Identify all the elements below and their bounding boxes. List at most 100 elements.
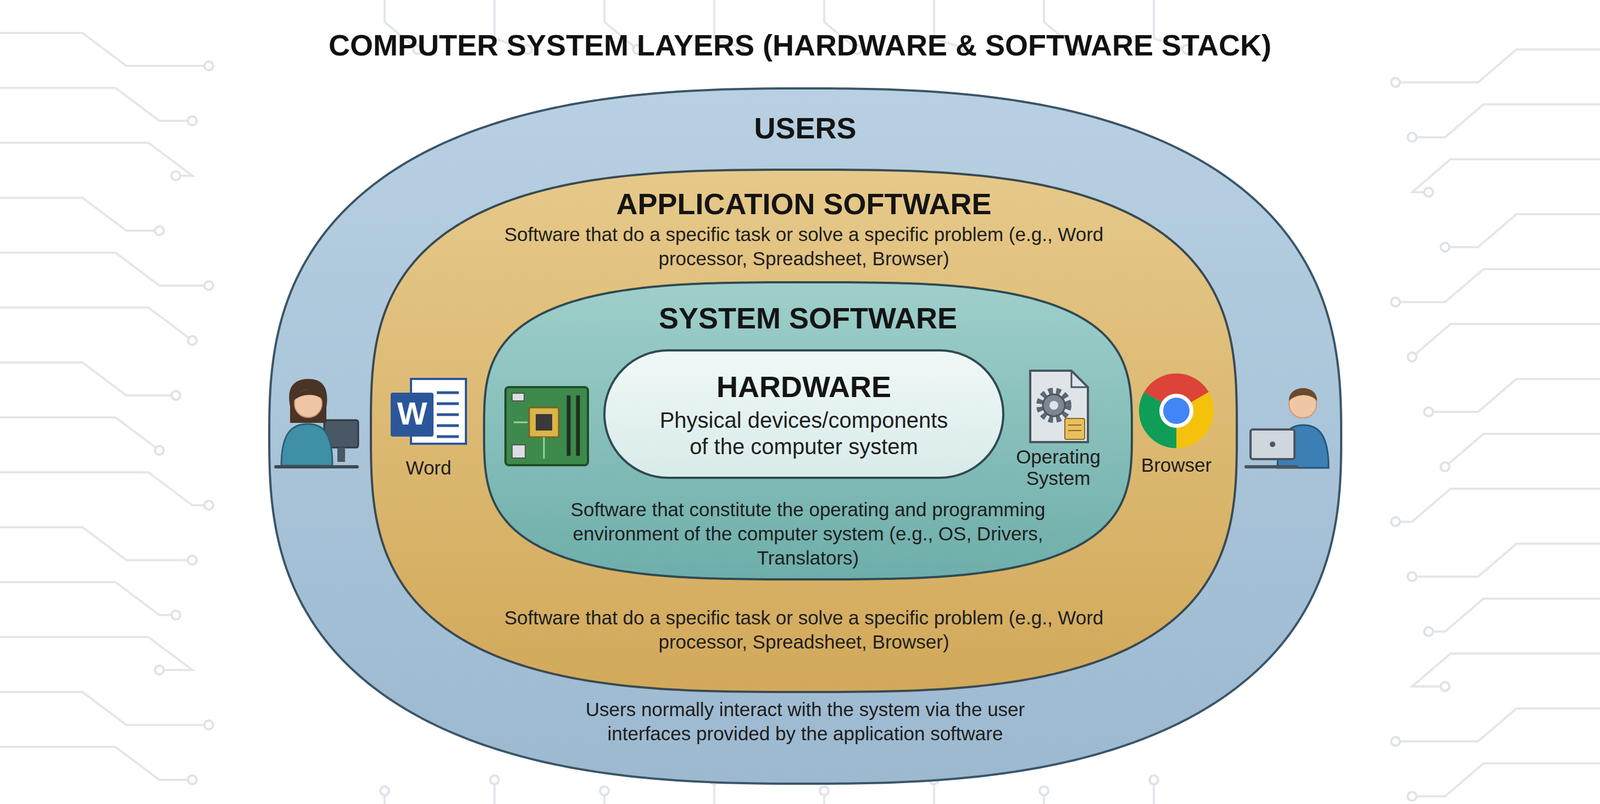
circuit-trace bbox=[1412, 653, 1600, 687]
operating-system-icon-part bbox=[1042, 394, 1065, 417]
layer-heading: HARDWARE bbox=[628, 369, 980, 404]
circuit-trace bbox=[0, 692, 209, 726]
circuit-trace bbox=[1412, 104, 1600, 138]
circuit-pad bbox=[380, 786, 390, 796]
circuit-trace bbox=[0, 527, 193, 561]
word-icon-part bbox=[436, 435, 459, 439]
layer-region: USERS Users normally interact with the sy… bbox=[267, 86, 1343, 786]
diagram-title: COMPUTER SYSTEM LAYERS (HARDWARE & SOFTW… bbox=[0, 27, 1600, 64]
circuit-trace bbox=[0, 142, 193, 176]
circuit-trace bbox=[0, 417, 160, 451]
layer-outline bbox=[269, 88, 1342, 785]
circuit-pad bbox=[204, 281, 214, 291]
layer-description: Physical devices/components of the compu… bbox=[652, 407, 955, 460]
circuit-trace bbox=[1395, 708, 1600, 742]
circuit-pad bbox=[1391, 78, 1400, 87]
circuit-trace bbox=[0, 197, 160, 231]
word-icon-part bbox=[436, 391, 459, 395]
user-woman-icon-part bbox=[337, 447, 346, 463]
layer-outline bbox=[604, 350, 1004, 479]
word-icon-part bbox=[436, 413, 459, 417]
icon-label: Browser bbox=[1121, 454, 1232, 477]
motherboard-icon-part bbox=[576, 395, 581, 457]
circuit-pad bbox=[187, 556, 197, 565]
user-woman-icon-part bbox=[294, 389, 324, 400]
layer-region: HARDWAREPhysical devices/components of t… bbox=[602, 348, 1005, 480]
circuit-trace bbox=[1428, 598, 1600, 632]
circuit-pad bbox=[187, 775, 197, 785]
circuit-pad bbox=[1424, 407, 1433, 417]
circuit-pad bbox=[1407, 352, 1417, 362]
circuit-trace bbox=[0, 252, 209, 286]
circuit-trace bbox=[1412, 543, 1600, 577]
circuit-trace bbox=[1395, 489, 1600, 522]
circuit-pad bbox=[204, 501, 214, 510]
circuit-trace bbox=[0, 87, 193, 121]
motherboard-icon-part bbox=[529, 407, 559, 438]
motherboard-icon-part bbox=[535, 414, 553, 431]
circuit-pad bbox=[204, 720, 214, 730]
motherboard-icon-part bbox=[512, 393, 525, 402]
circuit-pad bbox=[1424, 187, 1433, 197]
icon-label: Word bbox=[381, 457, 476, 480]
operating-system-icon-part bbox=[1030, 370, 1088, 443]
circuit-trace bbox=[1395, 269, 1600, 303]
circuit-pad bbox=[154, 665, 164, 675]
circuit-pad bbox=[1407, 792, 1417, 802]
operating-system-icon bbox=[1030, 370, 1088, 443]
user-woman-icon-part bbox=[289, 379, 327, 424]
circuit-pad bbox=[154, 446, 164, 455]
layer-region: APPLICATION SOFTWARESoftware that do a s… bbox=[369, 168, 1239, 694]
browser-icon-part bbox=[1159, 393, 1194, 429]
word-icon-part bbox=[390, 392, 434, 437]
user-woman-icon-part bbox=[275, 465, 358, 469]
layer-description: Users normally interact with the system … bbox=[541, 697, 1070, 747]
icon-label: Operating System bbox=[1003, 446, 1114, 490]
operating-system-icon-part bbox=[1049, 401, 1059, 410]
motherboard-icon-part bbox=[505, 387, 588, 466]
layer-heading: SYSTEM SOFTWARE bbox=[560, 301, 1056, 336]
circuit-pad bbox=[187, 336, 197, 346]
user-man-icon-part bbox=[1250, 429, 1295, 460]
word-icon-part bbox=[436, 402, 459, 406]
motherboard-icon-part bbox=[512, 445, 526, 459]
circuit-trace bbox=[1445, 214, 1600, 248]
operating-system-icon-part bbox=[1068, 430, 1082, 432]
circuit-trace bbox=[0, 747, 193, 781]
layer-description: Software that do a specific task or solv… bbox=[496, 222, 1112, 271]
motherboard-icon-part bbox=[543, 437, 546, 459]
circuit-trace bbox=[0, 32, 209, 66]
circuit-pad bbox=[1440, 242, 1450, 252]
motherboard-icon bbox=[505, 387, 588, 466]
layer-heading: USERS bbox=[668, 110, 943, 146]
circuit-pad bbox=[1149, 775, 1159, 785]
circuit-pad bbox=[171, 610, 181, 620]
circuit-pad bbox=[819, 786, 829, 796]
layer-outline bbox=[370, 169, 1237, 693]
circuit-trace bbox=[1412, 324, 1600, 358]
operating-system-icon-part bbox=[1068, 424, 1082, 426]
icon-letter: W bbox=[390, 397, 434, 430]
user-man-icon-part bbox=[1269, 441, 1276, 448]
circuit-trace bbox=[1412, 159, 1600, 193]
browser-icon-part bbox=[1163, 397, 1190, 425]
circuit-pad bbox=[1440, 462, 1450, 472]
circuit-trace bbox=[0, 362, 176, 396]
circuit-trace bbox=[0, 307, 193, 341]
operating-system-icon-part bbox=[1039, 391, 1069, 420]
layer-outline bbox=[484, 282, 1132, 580]
user-man-icon-part bbox=[1246, 465, 1297, 469]
circuit-pad bbox=[1424, 627, 1433, 637]
word-icon-part bbox=[436, 424, 459, 428]
circuit-pad bbox=[171, 171, 181, 181]
circuit-trace bbox=[0, 582, 176, 616]
layer-description: Software that do a specific task or solv… bbox=[496, 606, 1112, 655]
circuit-pad bbox=[204, 61, 214, 71]
circuit-pad bbox=[1407, 572, 1417, 582]
operating-system-icon-part bbox=[1064, 418, 1085, 440]
browser-icon bbox=[1139, 373, 1214, 449]
circuit-trace bbox=[1412, 763, 1600, 797]
circuit-pad bbox=[171, 391, 181, 400]
circuit-trace bbox=[0, 472, 209, 506]
motherboard-icon-part bbox=[513, 421, 528, 424]
